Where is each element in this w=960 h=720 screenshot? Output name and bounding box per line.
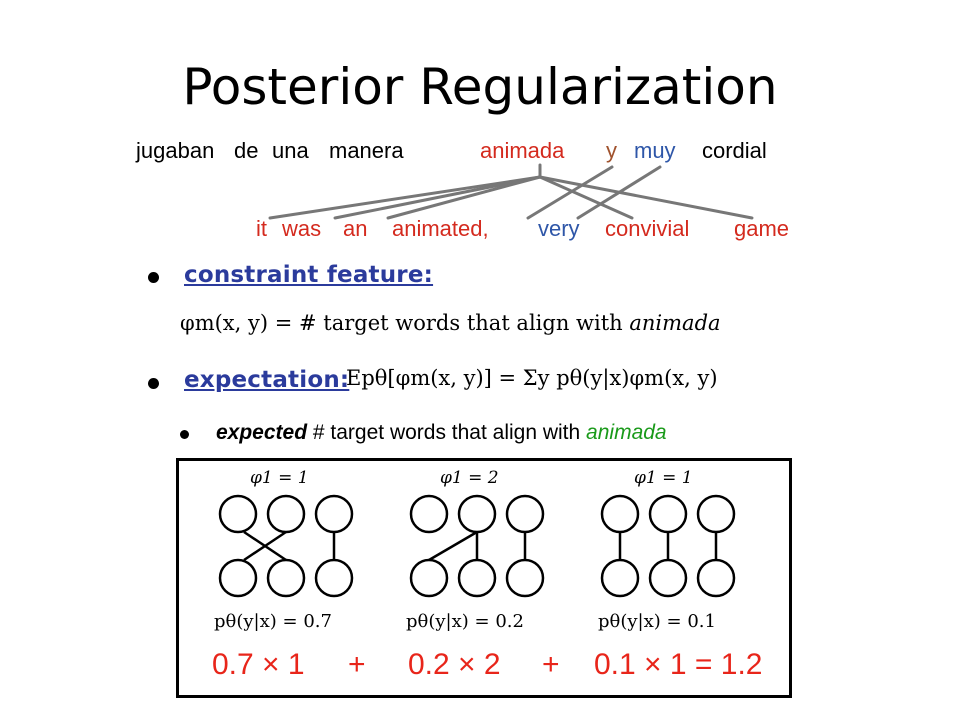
animada-word: animada (586, 421, 667, 444)
node (505, 494, 545, 534)
node (266, 494, 306, 534)
alignment-links (268, 163, 754, 220)
alignment-graph-1 (218, 494, 354, 598)
alignment-graphs (218, 494, 736, 598)
sum-term-3: 0.1 × 1 = 1.2 (594, 648, 763, 681)
node (457, 558, 497, 598)
expectation-formula: Epθ[φm(x, y)] = Σy pθ(y|x)φm(x, y) (346, 366, 718, 390)
tgt-word: game (734, 216, 789, 241)
node (218, 558, 258, 598)
bullet-dot (148, 378, 159, 389)
node (600, 494, 640, 534)
expectation-heading: expectation: (184, 367, 350, 393)
phi-label-1: φ1 = 1 (250, 468, 309, 488)
src-word: una (272, 138, 309, 163)
bullet-dot (148, 272, 159, 283)
edge (428, 530, 478, 562)
prob-label-2: pθ(y|x) = 0.2 (406, 611, 524, 632)
tgt-word: an (343, 216, 367, 241)
src-word-muy: muy (634, 138, 676, 163)
node (409, 558, 449, 598)
node (696, 558, 736, 598)
src-word-y: y (606, 138, 617, 163)
constraint-feature-heading: constraint feature: (184, 262, 434, 288)
src-word: cordial (702, 138, 767, 163)
expected-word: expected (216, 421, 308, 444)
node (457, 494, 497, 534)
node (648, 494, 688, 534)
target-sentence: it was an animated, very convivial game (256, 216, 789, 241)
node (218, 494, 258, 534)
constraint-formula: φm(x, y) = # target words that align wit… (180, 311, 721, 335)
edge (243, 530, 287, 562)
sum-term-2: 0.2 × 2 (408, 648, 501, 681)
node (409, 494, 449, 534)
source-sentence: jugaban de una manera animada y muy cord… (135, 138, 767, 163)
node (505, 558, 545, 598)
node (600, 558, 640, 598)
tgt-word: animated, (392, 216, 489, 241)
node (314, 558, 354, 598)
node (696, 494, 736, 534)
tgt-word: it (256, 216, 267, 241)
node (266, 558, 306, 598)
src-word: de (234, 138, 258, 163)
expected-text: # target words that align with (312, 421, 581, 444)
formula-lhs: φm(x, y) = # (180, 311, 317, 335)
tgt-word: was (281, 216, 321, 241)
prob-label-3: pθ(y|x) = 0.1 (598, 611, 716, 632)
src-word: manera (329, 138, 404, 163)
node (648, 558, 688, 598)
slide-title: Posterior Regularization (182, 58, 778, 116)
formula-text: target words that align with (323, 311, 623, 335)
src-word-animada: animada (480, 138, 565, 163)
expected-count-line: expected # target words that align with … (216, 421, 667, 445)
alignment-graph-3 (600, 494, 736, 598)
sum-term-1: 0.7 × 1 (212, 648, 305, 681)
formula-word: animada (629, 311, 721, 335)
sub-bullet-dot (180, 430, 189, 439)
phi-label-2: φ1 = 2 (440, 468, 499, 488)
tgt-word-very: very (538, 216, 580, 241)
sum-plus-1: + (348, 648, 366, 681)
alignment-examples-box (176, 458, 792, 698)
sum-plus-2: + (542, 648, 560, 681)
src-word: jugaban (135, 138, 214, 163)
phi-label-3: φ1 = 1 (634, 468, 693, 488)
alignment-graph-2 (409, 494, 545, 598)
node (314, 494, 354, 534)
alignment-diagram: jugaban de una manera animada y muy cord… (135, 138, 789, 241)
prob-label-1: pθ(y|x) = 0.7 (214, 611, 332, 632)
tgt-word: convivial (605, 216, 689, 241)
